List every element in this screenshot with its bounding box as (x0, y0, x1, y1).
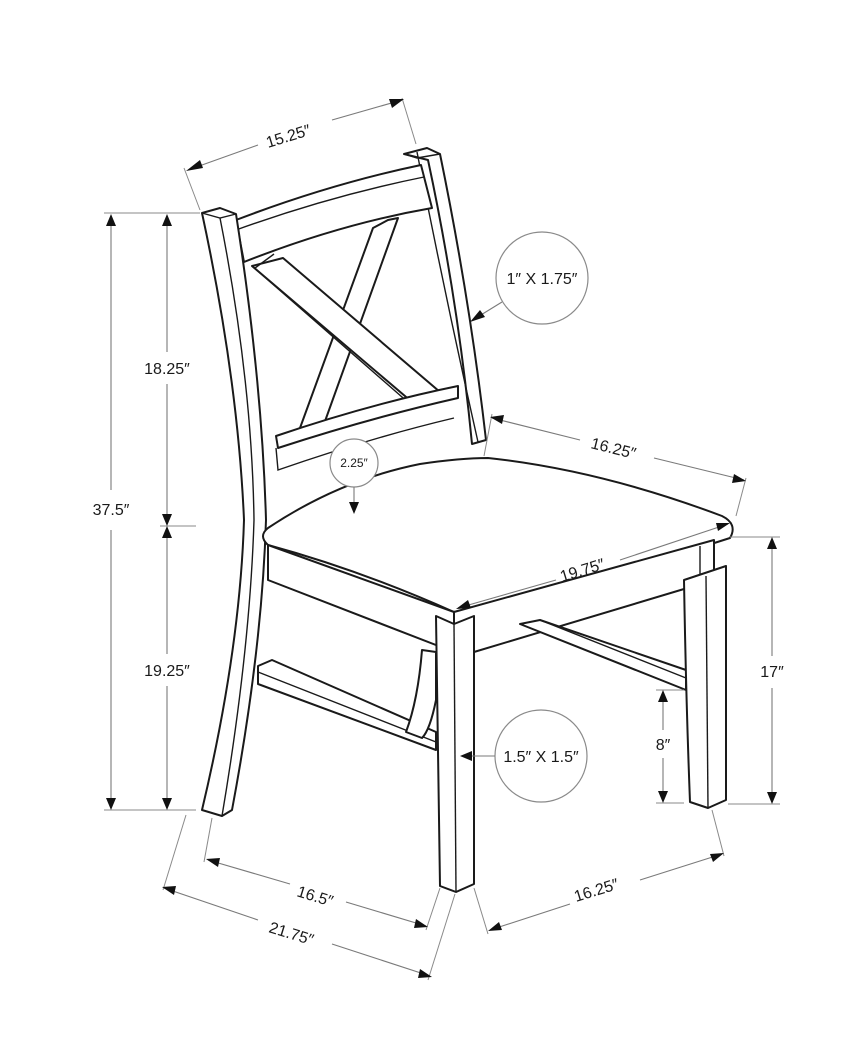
lower-back-rail (275, 385, 459, 449)
dim-footprint-depth: 16.25″ (473, 809, 725, 935)
dim-back-height: 18.25″ (144, 214, 196, 527)
label-seat-height: 19.25″ (144, 663, 190, 680)
label-seat-thickness: 2.25″ (340, 456, 368, 470)
dim-stretcher-height: 8″ (656, 689, 684, 804)
label-overall-depth: 21.75″ (267, 920, 316, 950)
dim-seat-height: 19.25″ (144, 526, 190, 810)
label-seat-depth: 16.25″ (589, 435, 638, 463)
dimension-annotations: 15.25″ 1″ X 1.75″ 2.25″ 16.25″ (93, 97, 784, 981)
rear-side-stretcher (519, 619, 687, 691)
dim-overall-height: 37.5″ (93, 212, 200, 811)
label-leg-section: 1.5″ X 1.5″ (503, 749, 579, 766)
dim-seat-thickness: 2.25″ (329, 438, 379, 514)
side-stretcher (257, 659, 437, 751)
label-footprint-depth: 16.25″ (572, 876, 621, 906)
label-footprint-width: 16.5″ (295, 884, 335, 911)
label-stretcher-height: 8″ (656, 737, 671, 754)
dim-leg-callout: 1.5″ X 1.5″ (460, 709, 588, 803)
right-back-post (403, 147, 487, 445)
label-back-post-section: 1″ X 1.75″ (507, 271, 578, 288)
rear-right-leg (683, 565, 727, 809)
dim-apron-height: 17″ (728, 536, 784, 805)
seat-cushion (262, 457, 734, 613)
label-back-height: 18.25″ (144, 361, 190, 378)
x-brace-falling (251, 257, 441, 403)
left-back-post (201, 207, 267, 817)
label-overall-height: 37.5″ (93, 502, 130, 519)
label-back-width: 15.25″ (264, 122, 313, 152)
top-back-rail (235, 164, 433, 263)
label-apron-height: 17″ (760, 664, 784, 681)
chair-drawing (201, 147, 734, 893)
dim-back-post-callout: 1″ X 1.75″ (470, 231, 589, 325)
